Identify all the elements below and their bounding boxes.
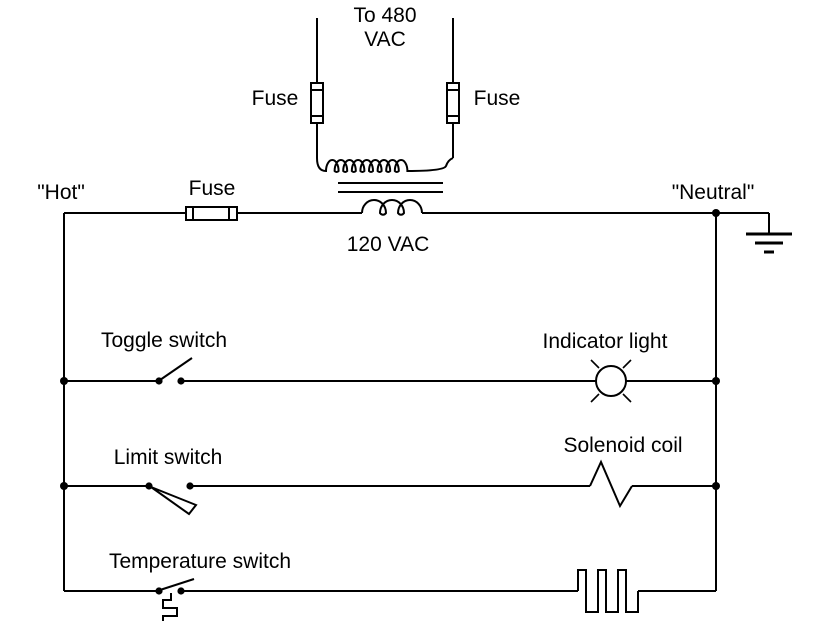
heating-element-icon — [577, 569, 639, 613]
temperature-switch-icon — [155, 578, 195, 621]
main-fuse-label: Fuse — [189, 177, 236, 200]
fuse-right-label: Fuse — [474, 87, 521, 110]
temperature-switch-label: Temperature switch — [109, 550, 291, 573]
hot-rail-label: "Hot" — [37, 181, 85, 204]
solenoid-coil-icon — [589, 459, 633, 509]
fuse-left-label: Fuse — [252, 87, 299, 110]
neutral-rail-label: "Neutral" — [672, 181, 755, 204]
main-fuse-icon — [185, 206, 238, 221]
limit-switch-label: Limit switch — [114, 446, 223, 469]
limit-switch-icon — [145, 482, 198, 516]
toggle-switch-label: Toggle switch — [101, 329, 227, 352]
rung-limit-solenoid — [60, 459, 720, 516]
fuse-right-icon — [446, 82, 460, 124]
supply-voltage-label-line2: VAC — [364, 28, 406, 51]
fuse-left-icon — [310, 82, 324, 124]
rung-toggle-indicator — [60, 357, 720, 403]
indicator-light-label: Indicator light — [543, 330, 668, 353]
supply-section — [310, 18, 460, 193]
supply-voltage-label-line1: To 480 — [353, 4, 416, 27]
transformer-primary-coil — [316, 157, 454, 173]
indicator-light-icon — [590, 359, 632, 403]
toggle-switch-icon — [155, 357, 193, 385]
secondary-voltage-label: 120 VAC — [347, 233, 430, 256]
rung-temperature-heater — [64, 569, 716, 621]
ground-icon — [746, 213, 792, 254]
solenoid-coil-label: Solenoid coil — [563, 434, 682, 457]
transformer-secondary-coil — [361, 199, 423, 216]
secondary-line — [64, 199, 792, 254]
transformer-core — [338, 182, 443, 193]
